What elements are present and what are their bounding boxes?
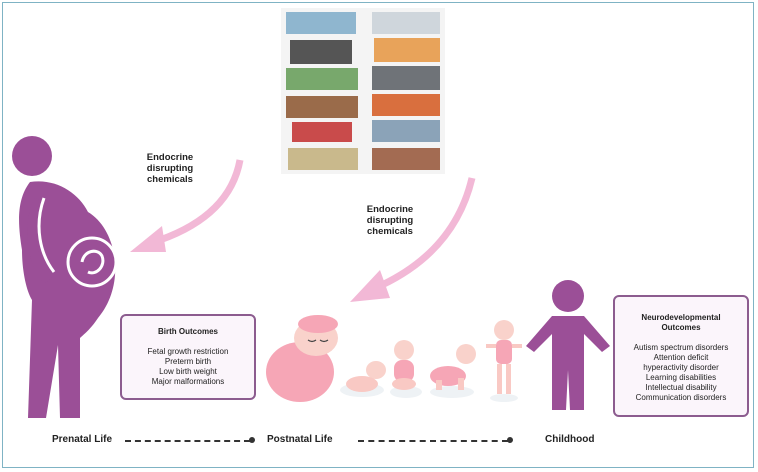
timeline-dash (358, 440, 508, 442)
neuro-outcome-item: Autism spectrum disorders (633, 343, 729, 352)
edc-label-line: disrupting (146, 163, 194, 174)
pregnant-woman-icon (12, 136, 118, 418)
edc-label-postnatal: Endocrine disrupting chemicals (350, 204, 430, 237)
child-icon (526, 280, 610, 410)
birth-outcome-item: Preterm birth (164, 357, 212, 366)
edc-label-line: Endocrine (146, 152, 194, 163)
birth-outcomes-title: Birth Outcomes (157, 327, 218, 336)
birth-outcome-item: Fetal growth restriction (147, 347, 229, 356)
edc-label-line: chemicals (147, 174, 193, 185)
neuro-outcome-item: Intellectual disability (645, 383, 717, 392)
newborn-icon (266, 315, 338, 402)
stage-postnatal-life: Postnatal Life (267, 434, 333, 445)
stage-childhood: Childhood (545, 434, 595, 445)
arrow-edc-to-prenatal (130, 159, 244, 252)
arrow-edc-to-postnatal (350, 177, 476, 302)
neuro-outcomes-title: Outcomes (661, 323, 701, 332)
edc-label-line: disrupting (366, 215, 414, 226)
timeline-dot (507, 437, 513, 443)
neuro-outcome-item: Learning disabilities (645, 373, 717, 382)
infants-icon (340, 320, 522, 402)
birth-outcomes-box: Birth Outcomes Fetal growth restriction … (120, 314, 256, 400)
edc-label-prenatal: Endocrine disrupting chemicals (130, 152, 210, 185)
edc-label-line: chemicals (367, 226, 413, 237)
neuro-outcomes-title: Neurodevelopmental (641, 313, 721, 322)
edc-label-line: Endocrine (366, 204, 414, 215)
neuro-outcome-item: Communication disorders (635, 393, 727, 402)
neuro-outcomes-box: Neurodevelopmental Outcomes Autism spect… (613, 295, 749, 417)
neuro-outcome-item: Attention deficit (653, 353, 709, 362)
timeline-dot (249, 437, 255, 443)
birth-outcome-item: Major malformations (151, 377, 225, 386)
timeline-dash (125, 440, 250, 442)
birth-outcome-item: Low birth weight (159, 367, 217, 376)
chemicals-collage (281, 8, 445, 174)
neuro-outcome-item: hyperactivity disorder (643, 363, 719, 372)
stage-prenatal-life: Prenatal Life (52, 434, 113, 445)
